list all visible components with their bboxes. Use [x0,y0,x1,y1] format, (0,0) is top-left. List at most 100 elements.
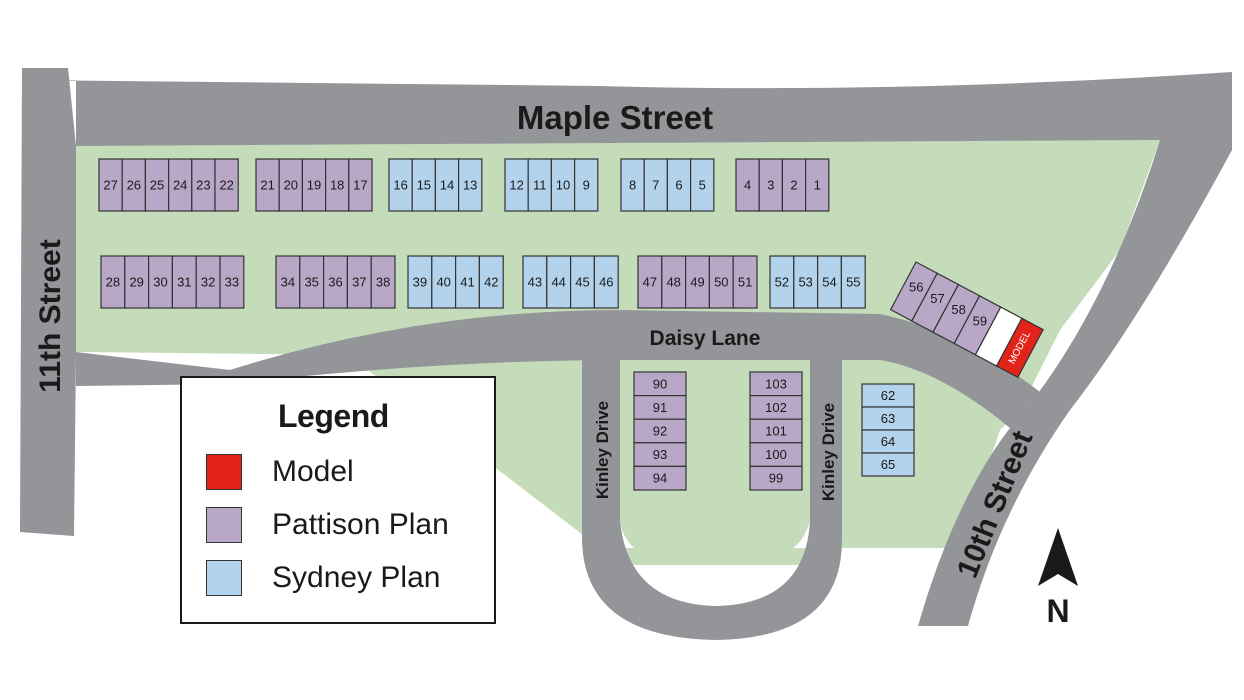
lot-1-label: 1 [814,178,821,193]
pattison-swatch [206,507,242,543]
lot-2: 2 [781,158,807,212]
lot-20-label: 20 [284,178,298,193]
lot-51-label: 51 [738,275,752,290]
lot-6-label: 6 [675,178,682,193]
lot-38: 38 [370,255,396,309]
lot-50-label: 50 [714,275,728,290]
lot-54: 54 [816,255,842,309]
lot-16: 16 [388,158,413,212]
model-swatch [206,454,242,490]
lot-90-label: 90 [653,376,667,391]
lot-93: 93 [633,442,687,467]
lot-9: 9 [573,158,599,212]
north-arrow: N [1030,528,1086,629]
lot-10: 10 [550,158,576,212]
lot-103-label: 103 [765,376,787,391]
lot-21: 21 [255,158,280,212]
lot-51: 51 [732,255,758,309]
lot-11: 11 [527,158,553,212]
legend-label-model: Model [272,455,354,488]
lot-6: 6 [666,158,692,212]
lot-39-label: 39 [413,275,427,290]
lot-52: 52 [769,255,795,309]
maple-street-road [22,72,1232,154]
lot-21-label: 21 [260,178,274,193]
lot-19: 19 [301,158,327,212]
maple-street-label: Maple Street [517,99,713,136]
legend-item-model: Model [206,452,354,492]
lot-7: 7 [643,158,669,212]
lot-65-shape [861,452,915,477]
lot-46-shape [593,255,619,309]
lot-14-label: 14 [440,178,454,193]
lot-103: 103 [749,371,803,397]
lot-49-label: 49 [690,275,704,290]
lot-90: 90 [633,371,687,397]
daisy-lane-label: Daisy Lane [650,327,761,350]
lot-30-label: 30 [153,275,167,290]
lot-34: 34 [275,255,301,309]
lot-40: 40 [431,255,457,309]
lot-46: 46 [593,255,619,309]
lot-37: 37 [346,255,372,309]
kinley-drive-right-label: Kinley Drive [819,403,838,501]
lot-50: 50 [708,255,734,309]
lot-23: 23 [191,158,216,212]
eleventh-street-road [20,68,76,536]
lot-64: 64 [861,429,915,454]
lot-41: 41 [455,255,481,309]
lot-52-label: 52 [775,275,789,290]
lot-59: 59 [953,294,1002,356]
lot-51-shape [732,255,758,309]
lot-25-label: 25 [150,178,164,193]
eleventh-street-label: 11th Street [34,239,67,392]
lot-101-label: 101 [765,424,787,439]
lot-3-label: 3 [767,178,774,193]
tenth-street-road [918,100,1232,626]
lot-9-label: 9 [583,178,590,193]
lot-92: 92 [633,418,687,444]
legend: Legend Model Pattison Plan Sydney Plan [180,376,496,624]
lot-13-shape [458,158,483,212]
lot-18-label: 18 [330,178,344,193]
lot-8-label: 8 [629,178,636,193]
lot-99-label: 99 [769,471,783,486]
lot-62-label: 62 [881,388,895,403]
lot-94-shape [633,465,687,491]
lot-63: 63 [861,406,915,431]
lot-53: 53 [793,255,819,309]
lot-29: 29 [124,255,150,309]
lot-55-label: 55 [846,275,860,290]
lot-27: 27 [98,158,123,212]
lot-36-label: 36 [328,275,342,290]
lot-55: 55 [840,255,866,309]
lot-22-label: 22 [219,178,233,193]
north-label: N [1046,593,1069,628]
lot-5-shape [689,158,715,212]
model-home-lot-shape [995,317,1044,379]
lot-47-label: 47 [643,275,657,290]
lot-37-label: 37 [352,275,366,290]
lot-32-label: 32 [201,275,215,290]
lot-1: 1 [804,158,830,212]
lot-62: 62 [861,383,915,408]
lot-9-shape [573,158,599,212]
lot-91-label: 91 [653,400,667,415]
lot-8: 8 [620,158,645,212]
lot-100-label: 100 [765,447,787,462]
lot-25: 25 [144,158,170,212]
lot-34-label: 34 [281,275,295,290]
lot-38-shape [370,255,396,309]
lot-26-label: 26 [127,178,141,193]
lot-1-shape [804,158,830,212]
lot-48-label: 48 [666,275,680,290]
lot-12-label: 12 [509,178,523,193]
lot-4: 4 [735,158,760,212]
lot-42-label: 42 [484,275,498,290]
lot-27-label: 27 [103,178,117,193]
lot-15-label: 15 [417,178,431,193]
lot-55-shape [840,255,866,309]
legend-item-pattison: Pattison Plan [206,505,449,545]
lot-101: 101 [749,418,803,444]
lot-57-label: 57 [930,291,944,306]
